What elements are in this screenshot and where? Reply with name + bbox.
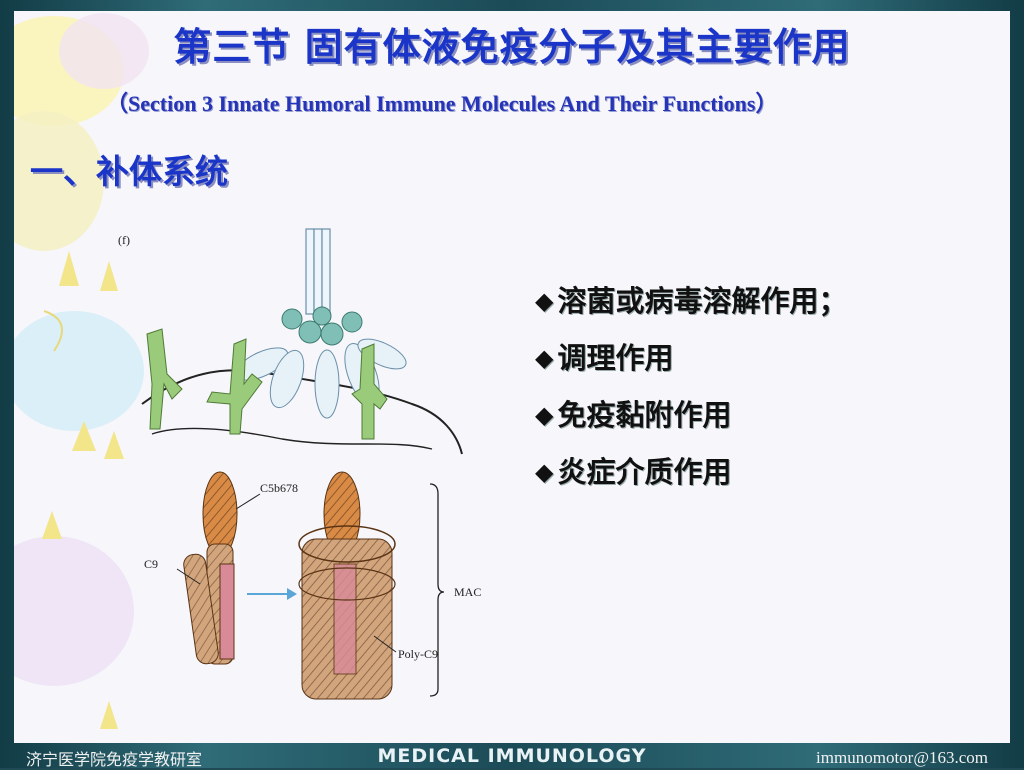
list-item: ◆溶菌或病毒溶解作用；: [535, 272, 847, 329]
label-c9: C9: [144, 557, 158, 571]
bullet-text: 免疫黏附作用: [557, 397, 732, 432]
diamond-bullet-icon: ◆: [535, 457, 554, 486]
label-poly-c9: Poly-C9: [398, 647, 438, 661]
figure-panel-label: (f): [118, 233, 130, 247]
cell-membrane-inner: [151, 427, 433, 450]
function-list: ◆溶菌或病毒溶解作用； ◆调理作用 ◆免疫黏附作用 ◆炎症介质作用: [535, 272, 847, 500]
label-mac: MAC: [454, 585, 481, 599]
antibody-left: [146, 328, 183, 430]
slide-subtitle: （Section 3 Innate Humoral Immune Molecul…: [106, 91, 778, 116]
antibody-right: [351, 343, 388, 440]
footer-email: immunomotor@163.com: [816, 748, 988, 767]
slide-canvas: [14, 11, 1010, 743]
bullet-text: 溶菌或病毒溶解作用；: [557, 283, 848, 318]
diamond-bullet-icon: ◆: [535, 286, 554, 315]
mac-bracket: [429, 483, 445, 697]
bullet-text: 炎症介质作用: [557, 454, 732, 489]
list-item: ◆调理作用: [535, 329, 847, 386]
slide-title: 第三节 固有体液免疫分子及其主要作用: [173, 25, 851, 69]
list-item: ◆免疫黏附作用: [535, 386, 847, 443]
diamond-bullet-icon: ◆: [535, 343, 554, 372]
mac-poly-c9: [298, 471, 396, 700]
footer-institution: 济宁医学院免疫学教研室: [26, 750, 203, 769]
balloon-decoration: [14, 13, 149, 729]
bullet-text: 调理作用: [557, 340, 674, 375]
footer-course-title: MEDICAL IMMUNOLOGY: [377, 745, 647, 767]
transition-arrow: [247, 588, 297, 600]
section-heading: 一、补体系统: [30, 152, 228, 191]
c1q-molecule: [235, 228, 407, 419]
c5b678-complex-before: [202, 471, 238, 665]
antibody-middle: [206, 338, 263, 435]
diamond-bullet-icon: ◆: [535, 400, 554, 429]
label-c5b678: C5b678: [260, 481, 298, 495]
list-item: ◆炎症介质作用: [535, 443, 847, 500]
c9-molecule: [183, 553, 219, 665]
mac-formation-figure: (f) C9 C5b678: [118, 228, 481, 700]
